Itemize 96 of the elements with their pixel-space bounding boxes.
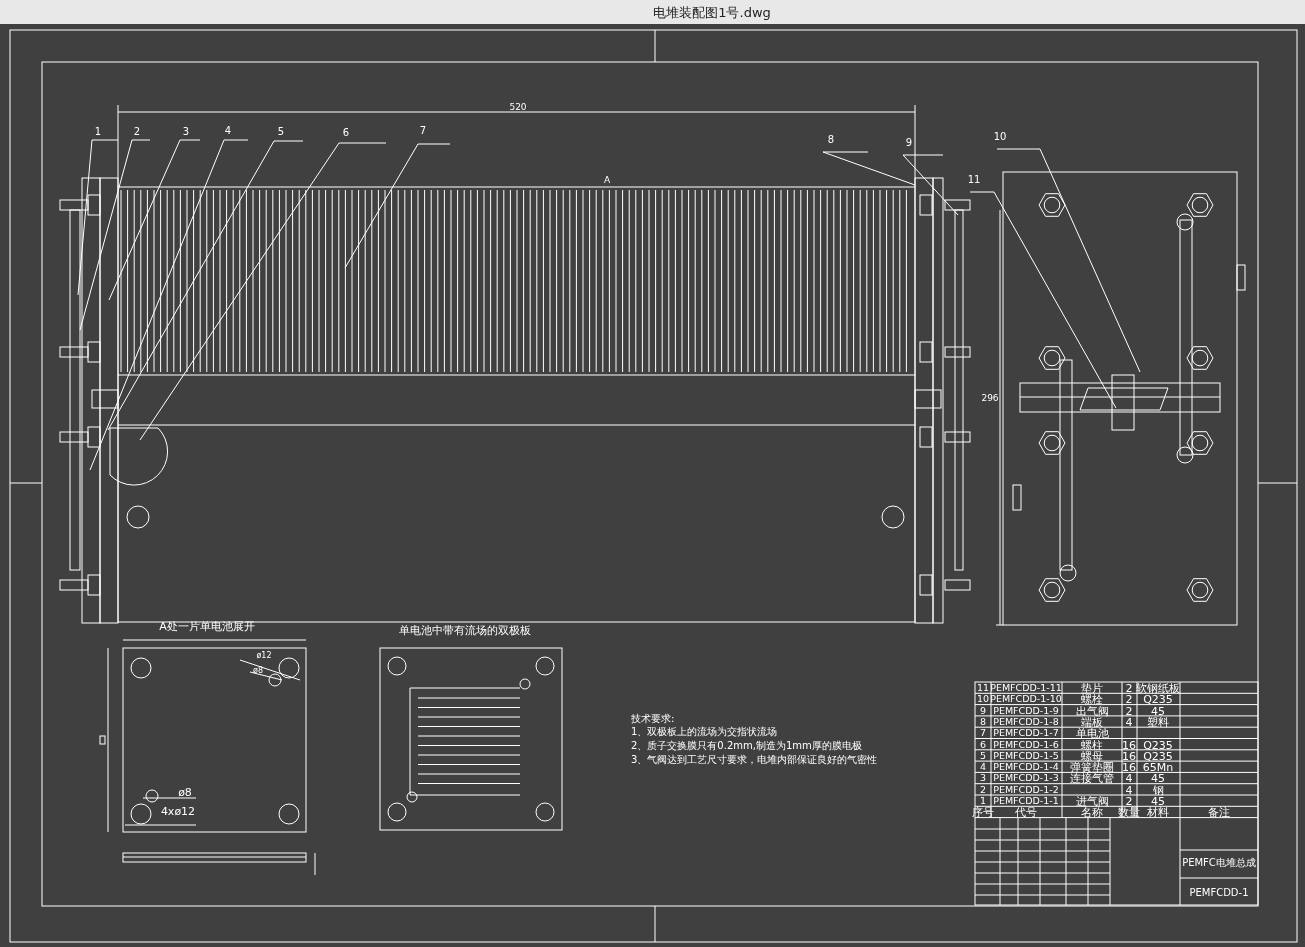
dimension-text: ø8	[253, 667, 263, 675]
part-name: 连接气管	[1070, 772, 1114, 784]
callout-number: 2	[133, 127, 141, 137]
part-number: 3	[980, 773, 986, 784]
part-number: 2	[980, 784, 986, 795]
callout-number: 5	[277, 127, 285, 137]
part-quantity: 2	[1125, 705, 1133, 717]
part-code: PEMFCDD-1-5	[993, 751, 1059, 761]
part-name: 单电池	[1075, 727, 1109, 739]
view-marker: A	[603, 175, 611, 185]
part-code: PEMFCDD-1-8	[993, 717, 1059, 727]
part-number: 9	[980, 705, 986, 716]
part-code: PEMFCDD-1-9	[993, 705, 1059, 716]
part-material: 钢	[1152, 784, 1164, 796]
view-title: A处一片单电池展开	[159, 620, 255, 632]
part-number: 11	[976, 683, 990, 693]
leader-line	[822, 151, 916, 186]
part-number: 4	[980, 762, 986, 772]
part-quantity: 16	[1122, 739, 1136, 750]
leader-line	[344, 143, 451, 269]
column-header: 材料	[1147, 806, 1169, 818]
part-quantity: 2	[1125, 693, 1133, 705]
dimension-text: 4xø12	[160, 805, 196, 817]
column-header: 序号	[972, 806, 994, 818]
dimension-text: ø8	[178, 786, 192, 798]
part-code: PEMFCDD-1-6	[993, 739, 1059, 750]
leader-line	[77, 139, 119, 296]
part-quantity: 4	[1125, 772, 1133, 784]
callout-number: 9	[905, 138, 913, 148]
part-material: 塑料	[1147, 716, 1169, 728]
part-quantity: 4	[1125, 716, 1133, 728]
part-material: 45	[1151, 772, 1165, 784]
part-material: 45	[1151, 705, 1165, 717]
part-code: PEMFCDD-1-4	[993, 762, 1059, 772]
part-name: 垫片	[1081, 682, 1103, 694]
part-material: Q235	[1143, 693, 1173, 705]
leader-line	[108, 139, 201, 301]
part-name: 进气阀	[1075, 795, 1109, 807]
part-code: PEMFCDD-1-2	[993, 784, 1059, 795]
leader-line	[969, 191, 1117, 409]
part-name: 螺柱	[1081, 739, 1103, 750]
leader-line	[89, 139, 249, 471]
part-code: PEMFCDD-1-10	[990, 694, 1062, 705]
drawing-number: PEMFCDD-1	[1189, 888, 1249, 898]
callout-number: 10	[993, 132, 1007, 142]
note-text: 2、质子交换膜只有0.2mm,制造为1mm厚的膜电极	[631, 741, 862, 751]
dimension-text: 296	[981, 393, 999, 403]
column-header: 数量	[1118, 806, 1140, 818]
callout-number: 8	[827, 135, 835, 145]
part-material: 软钢纸板	[1136, 682, 1180, 694]
callout-number: 6	[342, 128, 350, 138]
part-number: 10	[976, 694, 990, 705]
part-material: 45	[1151, 795, 1165, 807]
callout-number: 4	[224, 126, 232, 136]
dimension-text: 520	[509, 102, 527, 112]
part-name: 弹簧垫圈	[1070, 761, 1114, 773]
part-code: PEMFCDD-1-1	[993, 796, 1059, 806]
column-header: 名称	[1081, 806, 1103, 818]
part-material: Q235	[1143, 750, 1173, 762]
note-text: 1、双极板上的流场为交指状流场	[631, 727, 778, 737]
column-header: 代号	[1015, 806, 1037, 818]
callout-number: 3	[182, 127, 190, 137]
part-material: Q235	[1143, 739, 1173, 750]
dimension-text: ø12	[256, 652, 272, 660]
part-material: 65Mn	[1142, 761, 1174, 773]
column-header: 备注	[1208, 806, 1230, 818]
leader-line	[139, 142, 387, 441]
part-name: 出气阀	[1075, 705, 1109, 717]
view-title: 单电池中带有流场的双极板	[399, 624, 531, 636]
part-quantity: 2	[1125, 682, 1133, 694]
window-title: 电堆装配图1号.dwg	[653, 5, 771, 19]
part-name: 螺栓	[1081, 693, 1103, 705]
part-quantity: 2	[1125, 795, 1133, 807]
part-number: 1	[980, 796, 986, 806]
part-quantity: 4	[1125, 784, 1133, 796]
part-code: PEMFCDD-1-7	[993, 728, 1059, 738]
callout-number: 11	[967, 175, 981, 185]
part-number: 7	[980, 728, 986, 738]
part-quantity: 16	[1122, 750, 1136, 762]
part-code: PEMFCDD-1-3	[993, 773, 1059, 784]
part-name: 螺母	[1081, 750, 1103, 762]
leader-line	[107, 140, 304, 431]
part-number: 8	[980, 717, 986, 727]
note-heading: 技术要求:	[631, 714, 675, 724]
callout-number: 1	[94, 127, 102, 137]
part-code: PEMFCDD-1-11	[990, 683, 1062, 693]
leader-line	[902, 154, 959, 216]
part-number: 5	[980, 751, 986, 761]
part-name: 端板	[1081, 716, 1103, 728]
leader-line	[79, 139, 151, 331]
drawing-title: PEMFC电堆总成	[1182, 858, 1256, 868]
leader-line	[996, 148, 1141, 373]
note-text: 3、气阀达到工艺尺寸要求，电堆内部保证良好的气密性	[631, 755, 878, 765]
part-quantity: 16	[1122, 761, 1136, 773]
callout-number: 7	[419, 126, 427, 136]
part-number: 6	[980, 739, 986, 750]
